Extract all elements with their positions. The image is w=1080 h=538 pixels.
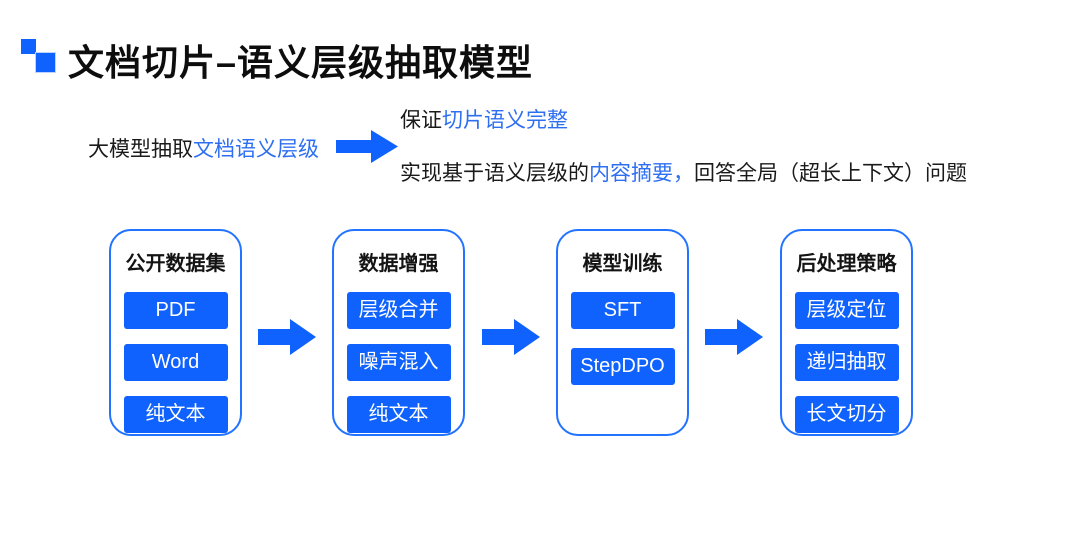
benefit-line2-prefix: 实现基于语义层级的 xyxy=(400,162,589,185)
stage-item-plain-text: 纯文本 xyxy=(123,396,228,433)
benefit-line1-highlight: 切片语义完整 xyxy=(442,109,568,132)
flow-arrow-icon xyxy=(705,319,763,355)
stage-card-model-training: 模型训练 SFT StepDPO xyxy=(556,229,689,436)
flow-arrow-icon xyxy=(482,319,540,355)
benefit-line2-highlight: 内容摘要， xyxy=(589,162,694,185)
stage-title: 模型训练 xyxy=(582,253,663,275)
stage-item-plain-text: 纯文本 xyxy=(346,396,451,433)
benefit-line-1: 保证切片语义完整 xyxy=(400,104,568,134)
stage-item-noise-mix: 噪声混入 xyxy=(346,344,451,381)
stage-card-postprocessing: 后处理策略 层级定位 递归抽取 长文切分 xyxy=(780,229,913,436)
stage-item-sft: SFT xyxy=(570,292,675,329)
stage-card-data-augmentation: 数据增强 层级合并 噪声混入 纯文本 xyxy=(332,229,465,436)
stage-title: 数据增强 xyxy=(358,253,439,275)
right-arrow-icon xyxy=(336,130,398,163)
stage-item-hierarchy-locate: 层级定位 xyxy=(794,292,899,329)
intro-source-prefix: 大模型抽取 xyxy=(88,138,193,161)
intro-source-highlight: 文档语义层级 xyxy=(193,138,319,161)
benefit-line2-suffix: 回答全局（超长上下文）问题 xyxy=(694,162,967,185)
stage-item-hierarchy-merge: 层级合并 xyxy=(346,292,451,329)
stage-item-recursive-extract: 递归抽取 xyxy=(794,344,899,381)
logo-square-small xyxy=(21,39,36,54)
page-title: 文档切片–语义层级抽取模型 xyxy=(68,42,534,83)
benefit-line-2: 实现基于语义层级的内容摘要，回答全局（超长上下文）问题 xyxy=(400,157,967,187)
stage-title: 公开数据集 xyxy=(125,253,226,275)
stage-item-stepdpo: StepDPO xyxy=(570,348,675,385)
stage-title: 后处理策略 xyxy=(796,253,897,275)
stage-item-pdf: PDF xyxy=(123,292,228,329)
benefit-line1-prefix: 保证 xyxy=(400,109,442,132)
flow-arrow-icon xyxy=(258,319,316,355)
stage-card-public-datasets: 公开数据集 PDF Word 纯文本 xyxy=(109,229,242,436)
intro-source-text: 大模型抽取文档语义层级 xyxy=(88,133,319,163)
stage-item-long-text-split: 长文切分 xyxy=(794,396,899,433)
brand-logo-icon xyxy=(21,39,77,75)
logo-square-large xyxy=(35,52,56,73)
stage-item-word: Word xyxy=(123,344,228,381)
